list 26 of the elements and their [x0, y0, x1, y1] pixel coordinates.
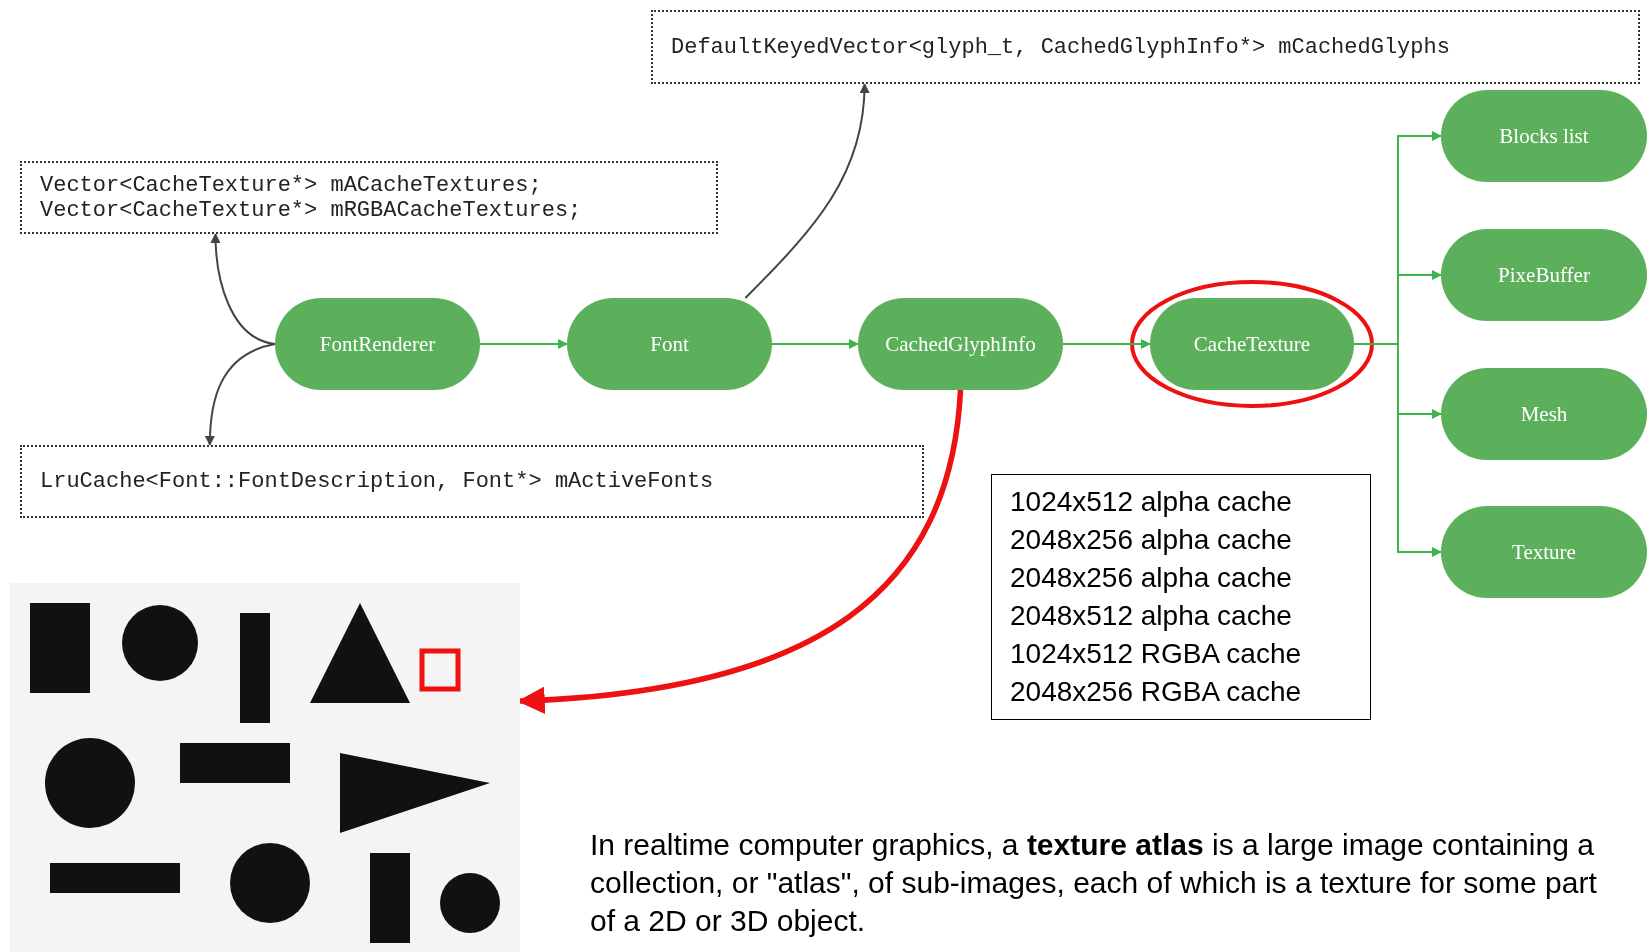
class-node: Mesh: [1441, 368, 1647, 460]
code-line: DefaultKeyedVector<glyph_t, CachedGlyphInfo*> mCachedGlyphs: [671, 34, 1451, 60]
list-item: 2048x256 alpha cache: [1010, 523, 1293, 557]
arrow: [744, 83, 870, 299]
code-line: LruCache<Font::FontDescription, Font*> mActiveFonts: [40, 469, 715, 494]
arrow: [210, 233, 276, 345]
list-item: 2048x256 RGBA cache: [1010, 675, 1303, 709]
arrow: [479, 339, 568, 349]
arrow: [771, 339, 859, 349]
class-node: Blocks list: [1441, 90, 1647, 182]
class-node: Texture: [1441, 506, 1647, 598]
description-text: In realtime computer graphics, a texture atlas is a large image containing a collection, or "atlas", of sub-images, each of which is a texture for some part of a 2D or 3D object.: [590, 827, 1598, 939]
list-item: 1024x512 alpha cache: [1010, 485, 1293, 519]
arrow: [205, 343, 276, 446]
arrow: [1353, 343, 1442, 557]
class-node: CachedGlyphInfo: [858, 298, 1063, 390]
arrow: [1062, 339, 1151, 349]
class-node: PixeBuffer: [1441, 229, 1647, 321]
class-node: CacheTexture: [1150, 298, 1354, 390]
class-node: FontRenderer: [275, 298, 480, 390]
list-item: 2048x256 alpha cache: [1010, 561, 1293, 595]
class-node: Font: [567, 298, 772, 390]
list-item: 2048x512 alpha cache: [1010, 599, 1293, 633]
code-line: Vector<CacheTexture*> mRGBACacheTextures;: [40, 197, 583, 223]
list-item: 1024x512 RGBA cache: [1010, 637, 1303, 671]
code-line: Vector<CacheTexture*> mACacheTextures;: [40, 172, 543, 198]
